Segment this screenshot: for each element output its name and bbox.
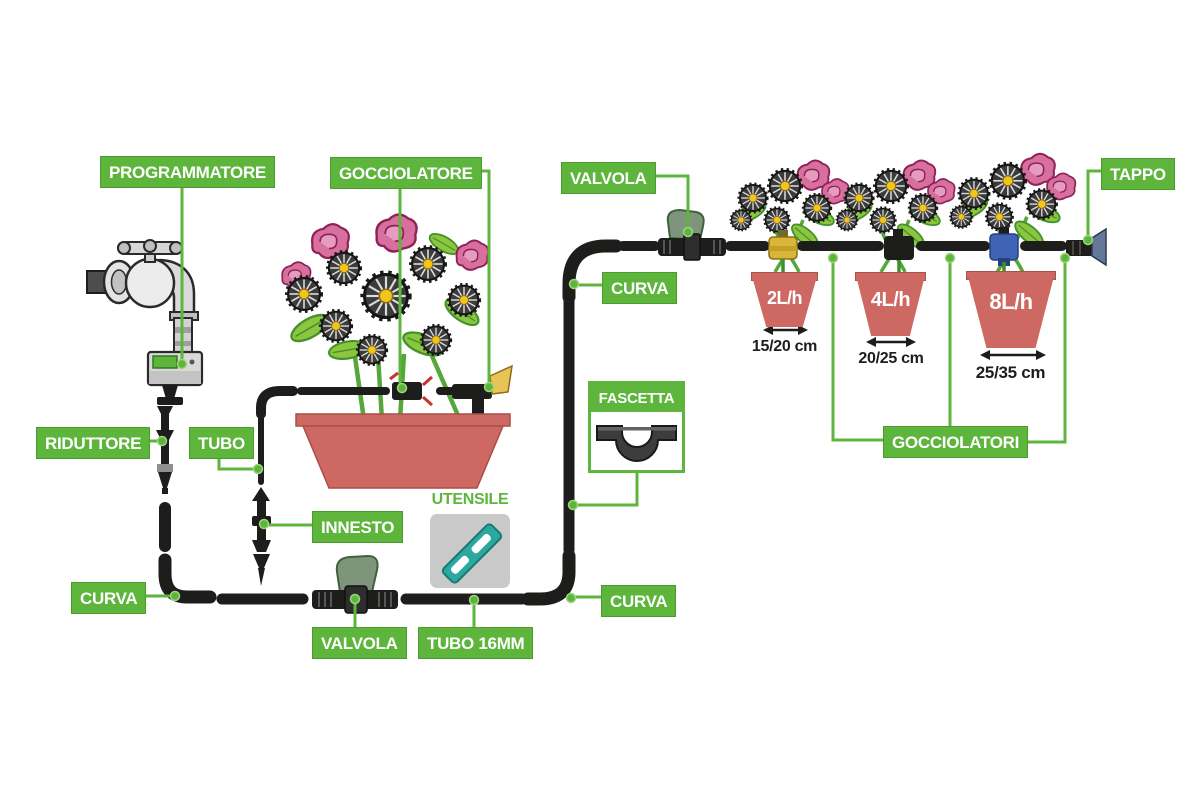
pot-spacing-3: 25/35 cm [975, 363, 1046, 382]
end-dripper-yellow-flag [452, 364, 513, 419]
pot-spacing-1: 15/20 cm [751, 338, 818, 355]
label-riduttore: RIDUTTORE [36, 427, 151, 459]
label-curva-top: CURVA [602, 272, 678, 304]
label-valvola-bottom: VALVOLA [312, 627, 407, 659]
pot-flow-rate: 8L/h [989, 289, 1033, 314]
pot-flow-rate: 4L/h [870, 289, 911, 311]
innesto-connector [252, 487, 271, 586]
tool-slot [449, 554, 471, 576]
water-timer [146, 350, 204, 405]
planter-mini-tube [256, 364, 513, 419]
fascetta-callout: FASCETTA [588, 381, 685, 473]
gocciolatore-dripper [389, 371, 433, 407]
tappo-end-cap [1066, 227, 1107, 267]
label-tubo: TUBO [189, 427, 254, 459]
label-utensile: UTENSILE [431, 491, 509, 508]
label-tubo-16mm: TUBO 16MM [418, 627, 534, 659]
pot-1: 2L/h [751, 272, 818, 327]
pot-body: 4L/h [857, 280, 924, 336]
pot-2: 4L/h [855, 272, 926, 336]
tool-slot [470, 532, 493, 555]
label-fascetta: FASCETTA [591, 384, 682, 412]
pot-flow-rate: 2L/h [766, 288, 803, 308]
fascetta-clamp-icon [596, 425, 677, 462]
label-curva-bottom-right: CURVA [601, 585, 677, 617]
pot-body: 2L/h [753, 280, 816, 327]
elbow-curva-bottom-left [158, 553, 217, 604]
faucet [86, 239, 204, 405]
pot-rim [751, 272, 818, 281]
label-tappo: TAPPO [1101, 158, 1175, 190]
valvola-top-valve [658, 208, 726, 261]
pot-body: 8L/h [968, 279, 1054, 348]
measure-arrows [763, 325, 1046, 360]
tube-piece [159, 502, 171, 552]
label-valvola-top: VALVOLA [561, 162, 656, 194]
leader-lines [120, 169, 1105, 627]
label-curva-bottom-left: CURVA [71, 582, 147, 614]
pot-rim [966, 271, 1056, 280]
dripper-8lh-blue [989, 227, 1019, 280]
riduttore-fitting [156, 406, 174, 494]
pot-spacing-2: 20/25 cm [858, 350, 924, 367]
label-gocciolatore: GOCCIOLATORE [330, 157, 482, 189]
pot-3: 8L/h [966, 271, 1056, 348]
pot-rim [855, 272, 926, 281]
planter-box [295, 413, 511, 489]
label-programmatore: PROGRAMMATORE [100, 156, 275, 188]
elbow-curva-bottom-right [521, 549, 576, 606]
valvola-bottom-valve [312, 554, 398, 614]
leader-dots [156, 226, 1094, 606]
label-gocciolatori: GOCCIOLATORI [883, 426, 1029, 458]
label-innesto: INNESTO [312, 511, 404, 543]
